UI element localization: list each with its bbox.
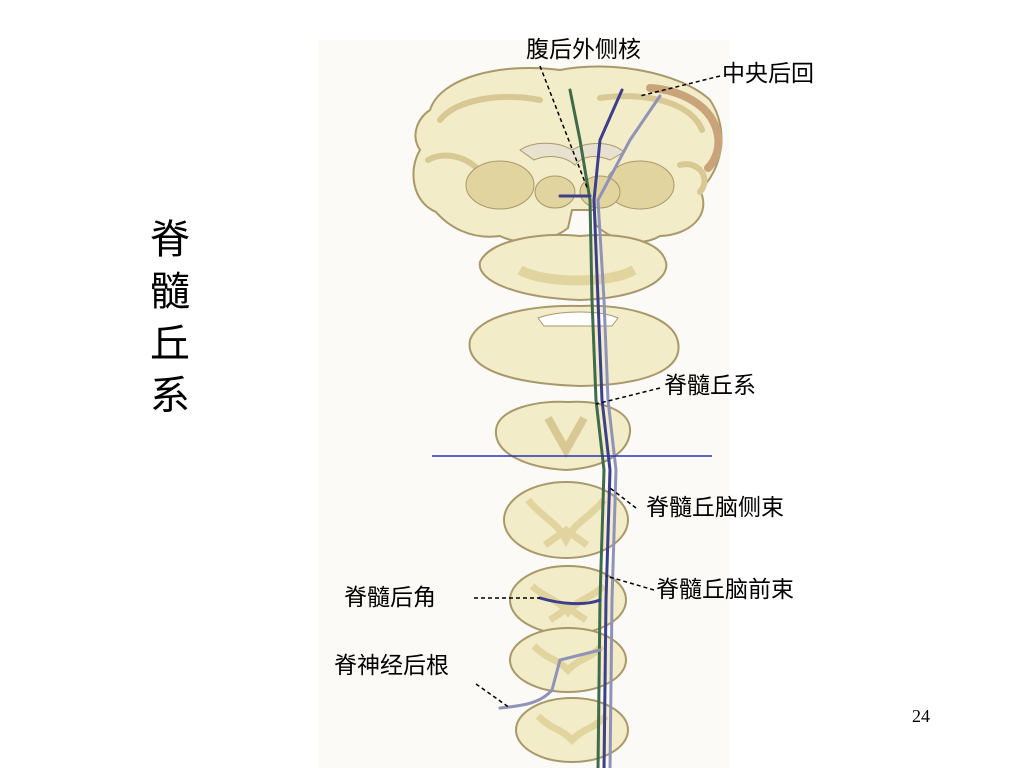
- brain-coronal-section: [412, 65, 723, 243]
- title-char: 系: [150, 373, 190, 419]
- label-lateral-spinothalamic-tract: 脊髓丘脑侧束: [646, 495, 784, 521]
- label-posterior-horn: 脊髓后角: [344, 585, 436, 611]
- pons-section: [468, 304, 680, 388]
- label-dorsal-root: 脊神经后根: [334, 653, 449, 679]
- label-spinothalamic-system: 脊髓丘系: [664, 373, 756, 399]
- slide-title: 脊 髓 丘 系: [146, 214, 194, 422]
- title-char: 髓: [150, 269, 190, 315]
- label-anterior-spinothalamic-tract: 脊髓丘脑前束: [656, 577, 794, 603]
- label-postcentral-gyrus: 中央后回: [722, 61, 814, 87]
- label-vpl-nucleus: 腹后外侧核: [526, 37, 641, 63]
- medulla-section: [494, 400, 632, 472]
- title-char: 丘: [150, 321, 190, 367]
- midbrain-section: [478, 234, 668, 302]
- leader-lines: [474, 65, 721, 709]
- spinal-cord-sections: [503, 481, 629, 763]
- title-char: 脊: [150, 217, 190, 263]
- page-number: 24: [912, 706, 930, 726]
